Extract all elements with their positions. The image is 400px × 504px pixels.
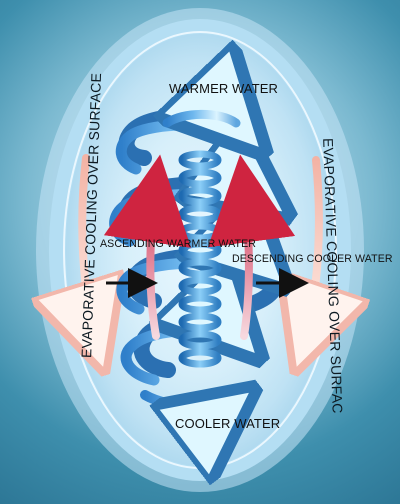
left-side-arrow xyxy=(82,154,101,360)
right-side-arrow xyxy=(299,156,319,360)
ribbon-top xyxy=(162,109,241,128)
right-upward-red-arrow xyxy=(207,154,296,340)
left-upward-red-arrow xyxy=(103,154,192,340)
bottom-label: COOLER WATER xyxy=(175,417,280,431)
left-middle-label: ASCENDING WARMER WATER xyxy=(100,238,257,250)
coil-loop-8 xyxy=(178,276,222,296)
top-label: WARMER WATER xyxy=(169,81,279,96)
right-middle-label: DESCENDING COOLER WATER xyxy=(232,253,393,265)
coil-loop-7 xyxy=(178,258,222,278)
coil-loop-12 xyxy=(178,348,222,368)
ribbon-bottom xyxy=(140,395,246,407)
coil-loop-11 xyxy=(178,330,222,350)
coil-loop-10 xyxy=(178,312,222,332)
ribbon-arrow-1 xyxy=(120,331,252,386)
coil-loop-6 xyxy=(178,240,222,260)
coil-loop-9 xyxy=(178,294,222,314)
